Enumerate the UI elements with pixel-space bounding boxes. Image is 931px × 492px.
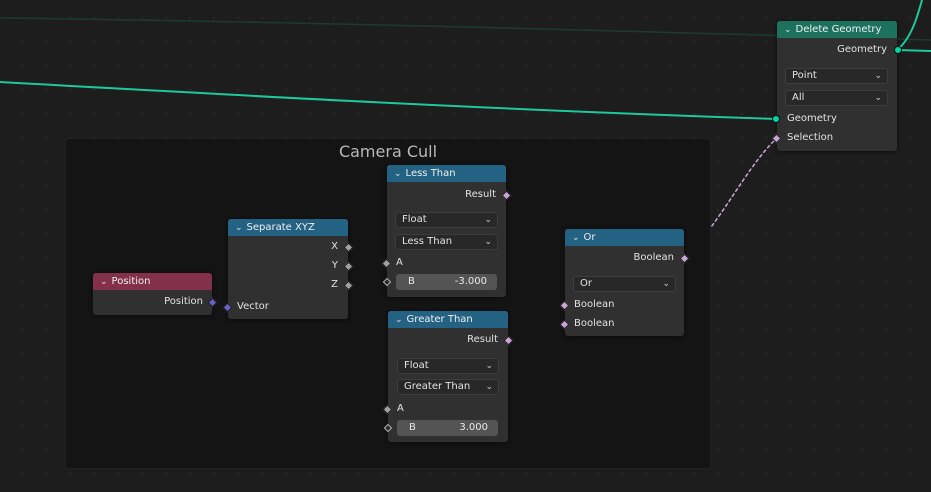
data-type-select[interactable]: Float ⌄ xyxy=(397,358,499,374)
b-field-value: 3.000 xyxy=(459,422,488,433)
selection-input-label: Selection xyxy=(787,132,834,143)
operation-select[interactable]: Or ⌄ xyxy=(573,276,676,292)
chevron-down-icon[interactable]: ⌄ xyxy=(395,315,403,325)
or-node[interactable]: ⌄Or Boolean Or⌄ Boolean Boolean xyxy=(559,229,690,336)
chevron-down-icon[interactable]: ⌄ xyxy=(235,223,243,233)
mode-select[interactable]: Less Than ⌄ xyxy=(395,234,498,250)
domain-value: Point xyxy=(792,70,817,81)
geometry-output-label: Geometry xyxy=(837,44,887,55)
y-output-label: Y xyxy=(331,260,338,271)
chevron-down-icon: ⌄ xyxy=(484,237,492,247)
chevron-down-icon: ⌄ xyxy=(485,361,493,371)
node-header[interactable]: ⌄Position xyxy=(93,273,212,290)
node-title: Less Than xyxy=(405,168,456,179)
x-output-label: X xyxy=(331,241,338,252)
node-title: Position xyxy=(111,276,151,287)
node-title: Or xyxy=(583,232,596,243)
node-title: Greater Than xyxy=(406,314,473,325)
operation-value: Or xyxy=(580,278,592,289)
node-title: Separate XYZ xyxy=(246,222,315,233)
a-input-label: A xyxy=(396,257,403,268)
chevron-down-icon[interactable]: ⌄ xyxy=(572,233,580,243)
less-than-node[interactable]: ⌄Less Than Result Float⌄ Less Than⌄ A B … xyxy=(381,165,512,297)
boolean-input-2-label: Boolean xyxy=(574,318,615,329)
geometry-link-out-top xyxy=(896,0,923,51)
b-field-label: B xyxy=(408,276,415,287)
node-title: Delete Geometry xyxy=(795,24,882,35)
chevron-down-icon: ⌄ xyxy=(662,279,670,289)
greater-than-node[interactable]: ⌄Greater Than Result Float⌄ Greater Than… xyxy=(382,311,514,442)
geometry-input-label: Geometry xyxy=(787,113,837,124)
b-value-field[interactable]: B -3.000 xyxy=(396,274,497,290)
geometry-input-socket[interactable] xyxy=(772,115,780,123)
mode-select[interactable]: Greater Than ⌄ xyxy=(397,379,499,395)
b-field-label: B xyxy=(409,422,416,433)
node-header[interactable]: ⌄Greater Than xyxy=(388,311,508,328)
result-output-label: Result xyxy=(465,189,496,200)
chevron-down-icon: ⌄ xyxy=(874,71,882,81)
chevron-down-icon: ⌄ xyxy=(874,93,882,103)
boolean-input-1-label: Boolean xyxy=(574,299,615,310)
mode-value: Greater Than xyxy=(404,381,471,392)
delete-geometry-node[interactable]: ⌄Delete Geometry Geometry Point⌄ All⌄ Ge… xyxy=(771,21,902,151)
mode-select[interactable]: All ⌄ xyxy=(785,90,888,106)
node-header[interactable]: ⌄Less Than xyxy=(387,165,506,182)
data-type-value: Float xyxy=(402,214,427,225)
chevron-down-icon[interactable]: ⌄ xyxy=(784,25,792,35)
result-output-label: Result xyxy=(467,334,498,345)
b-field-value: -3.000 xyxy=(454,276,487,287)
mode-value: Less Than xyxy=(402,236,453,247)
separate-xyz-node[interactable]: ⌄Separate XYZ X Y Z Vector xyxy=(222,219,354,319)
node-header[interactable]: ⌄Delete Geometry xyxy=(777,21,897,38)
a-input-label: A xyxy=(397,403,404,414)
frame-title: Camera Cull xyxy=(338,142,438,161)
output-label: Position xyxy=(164,296,203,307)
boolean-output-label: Boolean xyxy=(633,252,675,263)
data-type-value: Float xyxy=(404,360,429,371)
chevron-down-icon: ⌄ xyxy=(485,382,493,392)
geometry-output-socket[interactable] xyxy=(894,46,902,54)
chevron-down-icon[interactable]: ⌄ xyxy=(394,169,402,179)
geometry-link-out-right xyxy=(896,49,931,52)
vector-input-label: Vector xyxy=(237,301,269,312)
chevron-down-icon[interactable]: ⌄ xyxy=(100,277,108,287)
z-output-label: Z xyxy=(331,279,338,290)
node-header[interactable]: ⌄Separate XYZ xyxy=(228,219,348,236)
domain-select[interactable]: Point ⌄ xyxy=(785,68,888,84)
position-node[interactable]: ⌄Position Position xyxy=(93,273,218,315)
node-header[interactable]: ⌄Or xyxy=(565,229,684,246)
mode-value: All xyxy=(792,92,805,103)
chevron-down-icon: ⌄ xyxy=(484,215,492,225)
geometry-link-in xyxy=(0,81,778,120)
b-value-field[interactable]: B 3.000 xyxy=(397,420,498,436)
data-type-select[interactable]: Float ⌄ xyxy=(395,212,498,228)
